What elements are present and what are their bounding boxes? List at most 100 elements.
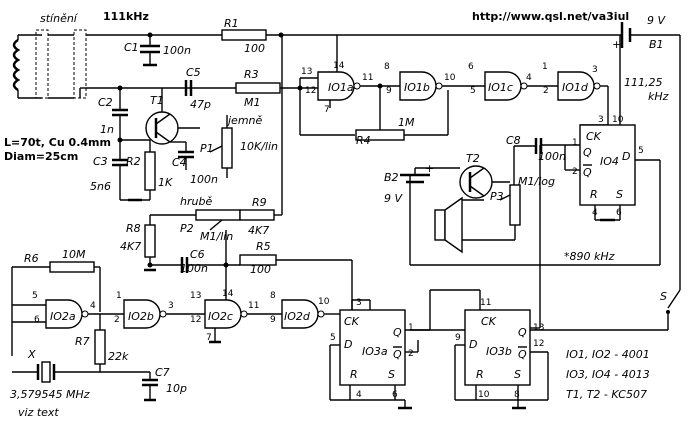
switch-s: S [660, 275, 681, 314]
svg-text:3: 3 [592, 65, 598, 75]
svg-text:1: 1 [572, 138, 578, 148]
flipflop-io3a: CK D Q Q R S IO3a 3 5 4 6 1 2 [330, 298, 414, 400]
svg-text:6: 6 [468, 62, 474, 72]
svg-text:Diam=25cm: Diam=25cm [4, 150, 78, 163]
svg-text:jemně: jemně [226, 114, 263, 127]
gate-io2c: 13 12 11 14 7 IO2c [190, 289, 259, 343]
svg-text:M1/lin: M1/lin [200, 230, 233, 243]
battery-b1: + B1 9 V [612, 14, 680, 51]
loop-antenna-coil [12, 34, 42, 99]
svg-text:4K7: 4K7 [120, 240, 141, 253]
svg-text:R: R [590, 188, 598, 201]
svg-text:Q: Q [518, 348, 527, 361]
svg-text:3: 3 [598, 115, 604, 125]
svg-text:C1: C1 [124, 41, 139, 54]
svg-text:8: 8 [514, 390, 520, 400]
capacitor-c2: C2 1n [98, 96, 128, 136]
frequency-title: 111kHz [103, 10, 149, 23]
svg-text:IO3, IO4 - 4013: IO3, IO4 - 4013 [566, 368, 650, 381]
svg-text:3: 3 [356, 298, 362, 308]
svg-text:CK: CK [586, 130, 602, 143]
resistor-r5: R5 100 [239, 240, 277, 276]
gate-io2d: 8 9 10 IO2d [270, 291, 330, 329]
svg-text:P3: P3 [490, 190, 504, 203]
svg-text:10: 10 [444, 73, 456, 83]
gate-io1c: 6 5 4 IO1c [468, 62, 532, 101]
svg-text:100n: 100n [163, 44, 191, 57]
svg-text:4: 4 [90, 301, 96, 311]
svg-text:IO2c: IO2c [208, 310, 233, 323]
svg-text:B2: B2 [384, 171, 399, 184]
svg-text:1K: 1K [158, 176, 173, 189]
svg-text:5: 5 [32, 291, 38, 301]
svg-text:2: 2 [543, 86, 549, 96]
svg-text:T1, T2 - KC507: T1, T2 - KC507 [566, 388, 647, 401]
svg-text:IO1a: IO1a [328, 81, 354, 94]
potentiometer-p2: hrubě P2 M1/lin [180, 195, 241, 243]
svg-text:2: 2 [408, 349, 414, 359]
svg-text:2: 2 [572, 167, 578, 177]
resistor-r8: R8 4K7 [120, 222, 156, 258]
svg-text:X: X [27, 348, 36, 361]
svg-text:10: 10 [318, 297, 330, 307]
svg-text:S: S [388, 368, 395, 381]
svg-text:C5: C5 [186, 66, 201, 79]
svg-text:R6: R6 [24, 252, 39, 265]
gate-io1b: 8 9 10 IO1b [384, 62, 456, 101]
svg-text:10: 10 [478, 390, 490, 400]
svg-text:Q: Q [393, 326, 402, 339]
svg-text:6: 6 [34, 315, 40, 325]
svg-text:C7: C7 [155, 366, 170, 379]
svg-text:R9: R9 [252, 196, 267, 209]
capacitor-c8: C8 100n [506, 134, 566, 163]
speaker-icon [434, 196, 463, 254]
svg-text:R1: R1 [224, 17, 239, 30]
svg-text:3: 3 [168, 301, 174, 311]
capacitor-c3: C3 5n6 [90, 155, 128, 193]
svg-text:4: 4 [526, 73, 532, 83]
svg-text:Q: Q [518, 326, 527, 339]
gate-io2a: 5 6 4 IO2a [32, 291, 96, 329]
resistor-r4: R4 1M [355, 116, 415, 147]
svg-text:C8: C8 [506, 134, 521, 147]
resistor-r2: R2 1K [126, 151, 173, 191]
svg-text:IO2b: IO2b [128, 310, 154, 323]
svg-text:2: 2 [114, 315, 120, 325]
flipflop-io4: CK Q Q D R S IO4 1 2 3 4 5 6 10 [572, 115, 644, 218]
svg-text:6: 6 [616, 208, 622, 218]
svg-text:8: 8 [384, 62, 390, 72]
svg-text:R: R [476, 368, 484, 381]
svg-text:47p: 47p [190, 98, 211, 111]
coil-note: L=70t, Cu 0.4mm Diam=25cm [4, 136, 111, 163]
svg-text:IO1c: IO1c [488, 81, 513, 94]
svg-text:CK: CK [481, 315, 497, 328]
svg-text:9: 9 [270, 315, 276, 325]
svg-text:S: S [660, 290, 667, 303]
svg-text:hrubě: hrubě [180, 195, 212, 208]
resistor-r1: R1 100 [221, 17, 267, 55]
svg-text:10p: 10p [166, 382, 187, 395]
svg-text:14: 14 [222, 289, 234, 299]
svg-text:13: 13 [301, 67, 312, 77]
resistor-r6: R6 10M [24, 248, 95, 273]
gate-io2b: 1 2 3 IO2b [114, 291, 174, 329]
svg-text:13: 13 [190, 291, 201, 301]
svg-text:22k: 22k [108, 350, 129, 363]
svg-text:10: 10 [612, 115, 624, 125]
capacitor-c7: C7 10p [142, 366, 187, 402]
potentiometer-p1: P1 jemně 10K/lin [200, 114, 278, 169]
svg-text:IO2d: IO2d [284, 310, 311, 323]
svg-text:D: D [622, 150, 630, 163]
svg-text:P2: P2 [180, 222, 194, 235]
svg-text:IO1b: IO1b [404, 81, 430, 94]
svg-text:5: 5 [330, 333, 336, 343]
svg-text:100n: 100n [190, 173, 218, 186]
svg-text:R7: R7 [75, 335, 90, 348]
svg-text:D: D [469, 338, 477, 351]
crystal-x: X 3,579545 MHz viz text [10, 348, 90, 419]
svg-text:IO3a: IO3a [362, 345, 388, 358]
svg-text:R3: R3 [244, 68, 259, 81]
svg-text:D: D [344, 338, 352, 351]
svg-text:7: 7 [206, 333, 212, 343]
svg-text:S: S [616, 188, 623, 201]
